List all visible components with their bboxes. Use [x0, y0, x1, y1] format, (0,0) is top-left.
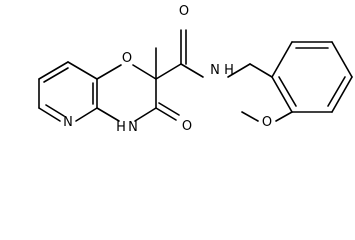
bond — [331, 41, 353, 78]
bond — [158, 102, 180, 116]
bond — [75, 107, 98, 122]
atom-labels: O O N H N H N O O — [63, 4, 272, 135]
bond — [227, 63, 251, 78]
amide-oxygen-label: O — [179, 4, 189, 19]
bond — [38, 107, 61, 122]
molecule-diagram: O O N H N H N O O — [38, 4, 353, 135]
bond — [38, 61, 69, 80]
bond — [331, 76, 353, 113]
amide-hydrogen-label: H — [224, 63, 234, 78]
bond — [275, 111, 293, 122]
bond — [271, 76, 293, 113]
bond — [327, 76, 346, 107]
bond — [43, 67, 69, 83]
pyridine-nitrogen-label: N — [63, 115, 73, 130]
bond — [96, 64, 122, 80]
bond — [278, 76, 297, 107]
bond — [249, 63, 273, 78]
ring-nh-hydrogen-label: H — [116, 120, 126, 135]
bond — [96, 107, 120, 122]
bond — [132, 64, 157, 80]
bond — [241, 111, 259, 122]
bond — [67, 61, 98, 80]
bonds — [38, 29, 353, 122]
ring-oxygen-label: O — [122, 51, 132, 66]
bond — [155, 107, 177, 121]
structure-svg: O O N H N H N O O — [38, 4, 353, 135]
lactam-oxygen-label: O — [182, 119, 192, 134]
bond — [271, 41, 293, 78]
bond — [134, 107, 157, 122]
bond — [180, 63, 204, 78]
amide-nitrogen-label: N — [210, 63, 220, 78]
bond — [45, 104, 65, 117]
bond — [155, 63, 182, 80]
ring-nh-nitrogen-label: N — [128, 120, 138, 135]
methoxy-oxygen-label: O — [262, 115, 272, 130]
